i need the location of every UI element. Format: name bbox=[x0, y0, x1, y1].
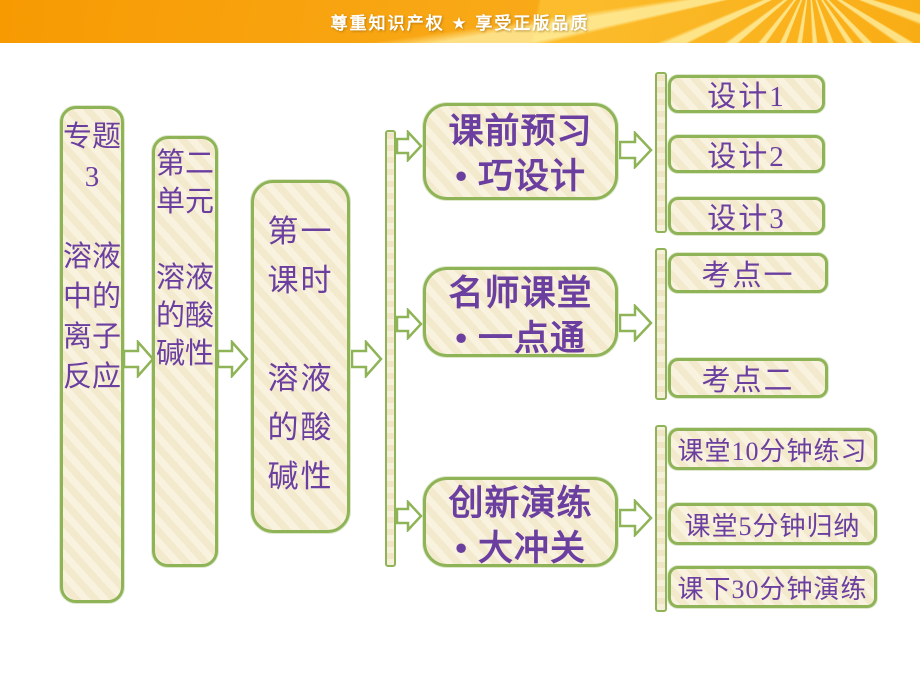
arrow-right-icon bbox=[217, 340, 249, 378]
connector-bar-branch3 bbox=[655, 425, 667, 612]
node-topic: 专题3 溶液中的离子反应 bbox=[60, 106, 124, 603]
arrow-right-icon bbox=[351, 340, 383, 378]
leaf-box-keypoint1: 考点一 bbox=[668, 253, 828, 293]
connector-bar-branch2 bbox=[655, 248, 667, 400]
arrow-right-icon bbox=[396, 500, 423, 532]
arrow-right-icon bbox=[619, 499, 653, 537]
connector-bar-branch1 bbox=[655, 72, 667, 233]
leaf-box-design2: 设计2 bbox=[668, 135, 825, 173]
branch-title: 名师课堂 bbox=[448, 274, 593, 313]
connector-bar-trunk bbox=[385, 130, 396, 567]
branch-box-preview: 课前预习 • 巧设计 bbox=[423, 103, 618, 200]
node-unit: 第二单元 溶液的酸碱性 bbox=[152, 136, 218, 567]
branch-title: 创新演练 bbox=[448, 484, 593, 523]
leaf-box-design1: 设计1 bbox=[668, 75, 825, 113]
arrow-right-icon bbox=[619, 304, 653, 342]
arrow-right-icon bbox=[396, 308, 423, 340]
branch-title: 课前预习 bbox=[448, 112, 593, 151]
leaf-box-after-class-30min-drill: 课下30分钟演练 bbox=[668, 566, 877, 608]
branch-subtitle: • 大冲关 bbox=[454, 529, 586, 568]
leaf-box-keypoint2: 考点二 bbox=[668, 358, 828, 398]
arrow-right-icon bbox=[123, 340, 155, 378]
branch-subtitle: • 巧设计 bbox=[454, 157, 586, 196]
branch-box-innovation: 创新演练 • 大冲关 bbox=[423, 477, 618, 568]
arrow-right-icon bbox=[619, 131, 653, 169]
node-unit-label: 第二单元 溶液的酸碱性 bbox=[155, 148, 214, 370]
arrow-right-icon bbox=[396, 130, 423, 162]
header-slogan: 尊重知识产权 ★ 享受正版品质 bbox=[330, 14, 590, 33]
node-topic-label: 专题3 溶液中的离子反应 bbox=[63, 121, 122, 393]
node-lesson: 第一课时 溶液的酸碱性 bbox=[251, 180, 350, 533]
leaf-box-class-10min-practice: 课堂10分钟练习 bbox=[668, 428, 877, 470]
node-lesson-label: 第一课时 溶液的酸碱性 bbox=[267, 214, 334, 494]
leaf-box-design3: 设计3 bbox=[668, 197, 825, 235]
leaf-box-class-5min-summary: 课堂5分钟归纳 bbox=[668, 503, 877, 545]
header-banner: 尊重知识产权 ★ 享受正版品质 bbox=[0, 0, 920, 43]
branch-box-master-class: 名师课堂 • 一点通 bbox=[423, 267, 618, 358]
branch-subtitle: • 一点通 bbox=[454, 319, 586, 358]
